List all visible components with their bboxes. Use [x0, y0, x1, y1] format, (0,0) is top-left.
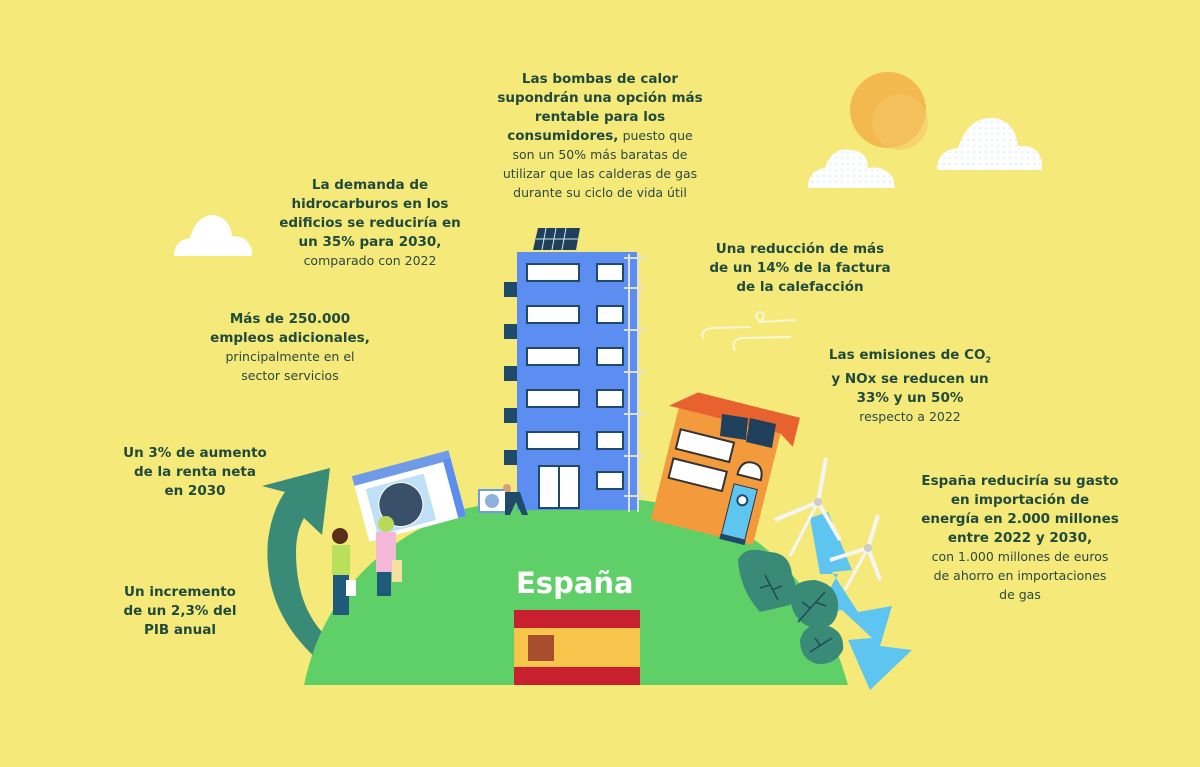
cloud-icon — [937, 117, 1042, 170]
cloud-icon — [808, 149, 895, 188]
tree-icon — [738, 549, 844, 665]
fact-jobs: Más de 250.000 empleos adicionales, prin… — [210, 311, 370, 383]
solar-panel-icon — [533, 227, 580, 251]
fact-heating-bill: Una reducción de más de un 14% de la fac… — [709, 241, 891, 295]
solar-panel-icon — [720, 414, 776, 448]
person-icon — [332, 528, 356, 615]
person-icon — [503, 484, 528, 515]
apartment-building-icon — [504, 252, 645, 512]
fact-emissions: Las emisiones de CO2 y NOx se reducen un… — [828, 347, 992, 424]
fact-imports: España reduciría su gasto en importación… — [921, 473, 1119, 602]
spain-flag-icon — [514, 610, 640, 685]
fact-hydrocarbons: La demanda de hidrocarburos en los edifi… — [279, 177, 461, 268]
wind-turbine-icon — [829, 514, 882, 591]
circular-arrow-icon — [262, 468, 330, 660]
sun-icon — [850, 72, 928, 150]
fact-income: Un 3% de aumento de la renta neta en 203… — [123, 445, 267, 499]
person-icon — [376, 516, 402, 596]
country-title: España — [516, 566, 634, 600]
cloud-icon — [174, 215, 252, 256]
wind-turbine-icon — [774, 457, 842, 557]
hill — [304, 495, 848, 685]
fact-gdp: Un incremento de un 2,3% del PIB anual — [123, 584, 237, 638]
heat-pump-icon — [478, 489, 510, 513]
fact-heat-pumps: Las bombas de calor supondrán una opción… — [497, 71, 703, 200]
wind-icon — [701, 310, 796, 351]
